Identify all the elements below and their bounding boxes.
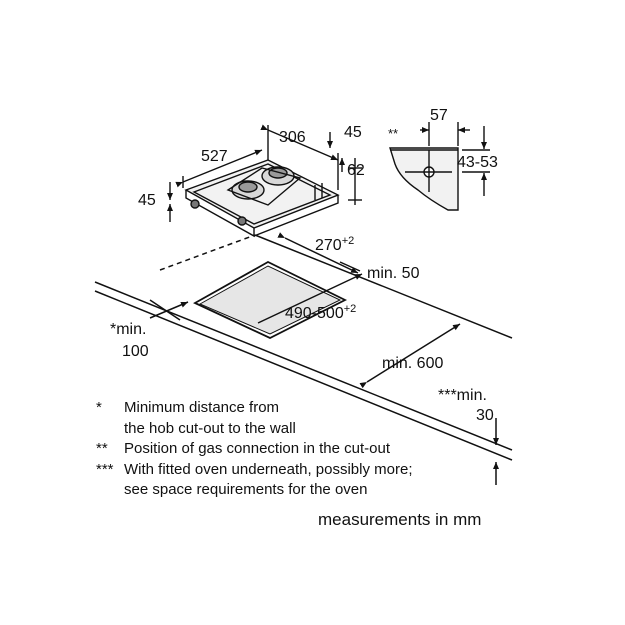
footnote-mark: *** <box>96 460 114 478</box>
countertop-drawing <box>94 232 513 485</box>
dim-min-100-label: *min. <box>110 321 146 338</box>
dim-gas-57: 57 <box>430 107 448 124</box>
hob-drawing <box>167 124 362 238</box>
dim-min-30-label: ***min. <box>438 387 487 404</box>
footnote-mark: ** <box>96 440 108 457</box>
units-caption: measurements in mm <box>318 510 482 529</box>
dim-min-600: min. 600 <box>382 355 443 372</box>
dim-cutout-depth: 490-500+2 <box>285 303 356 322</box>
footnote-text: With fitted oven underneath, possibly mo… <box>124 460 413 478</box>
footnote-text: the hob cut-out to the wall <box>124 419 296 437</box>
gas-mark: ** <box>388 126 398 141</box>
dim-hob-side: 45 <box>344 124 362 141</box>
footnote-text: Position of gas connection in the cut-ou… <box>124 440 391 457</box>
footnote-mark: * <box>96 399 102 416</box>
gas-connection-detail <box>389 122 490 211</box>
dim-hob-height: 62 <box>347 162 365 179</box>
footnotes: * Minimum distance from the hob cut-out … <box>96 398 516 501</box>
footnote-text: see space requirements for the oven <box>124 481 368 498</box>
footnote-1: * Minimum distance from the hob cut-out … <box>96 398 516 439</box>
dim-min-50: min. 50 <box>367 265 420 282</box>
footnote-2: ** Position of gas connection in the cut… <box>96 439 516 460</box>
footnote-3: *** With fitted oven underneath, possibl… <box>96 460 516 501</box>
dim-min-30-value: 30 <box>476 407 494 424</box>
footnote-text: Minimum distance from <box>124 399 280 416</box>
dim-hob-width: 306 <box>279 129 306 146</box>
dim-cutout-width: 270+2 <box>315 235 354 254</box>
dim-min-100-value: 100 <box>122 343 149 360</box>
dim-gas-range: 43-53 <box>457 154 498 171</box>
dim-hob-depth-side: 45 <box>138 192 156 209</box>
dim-hob-depth: 527 <box>201 148 228 165</box>
